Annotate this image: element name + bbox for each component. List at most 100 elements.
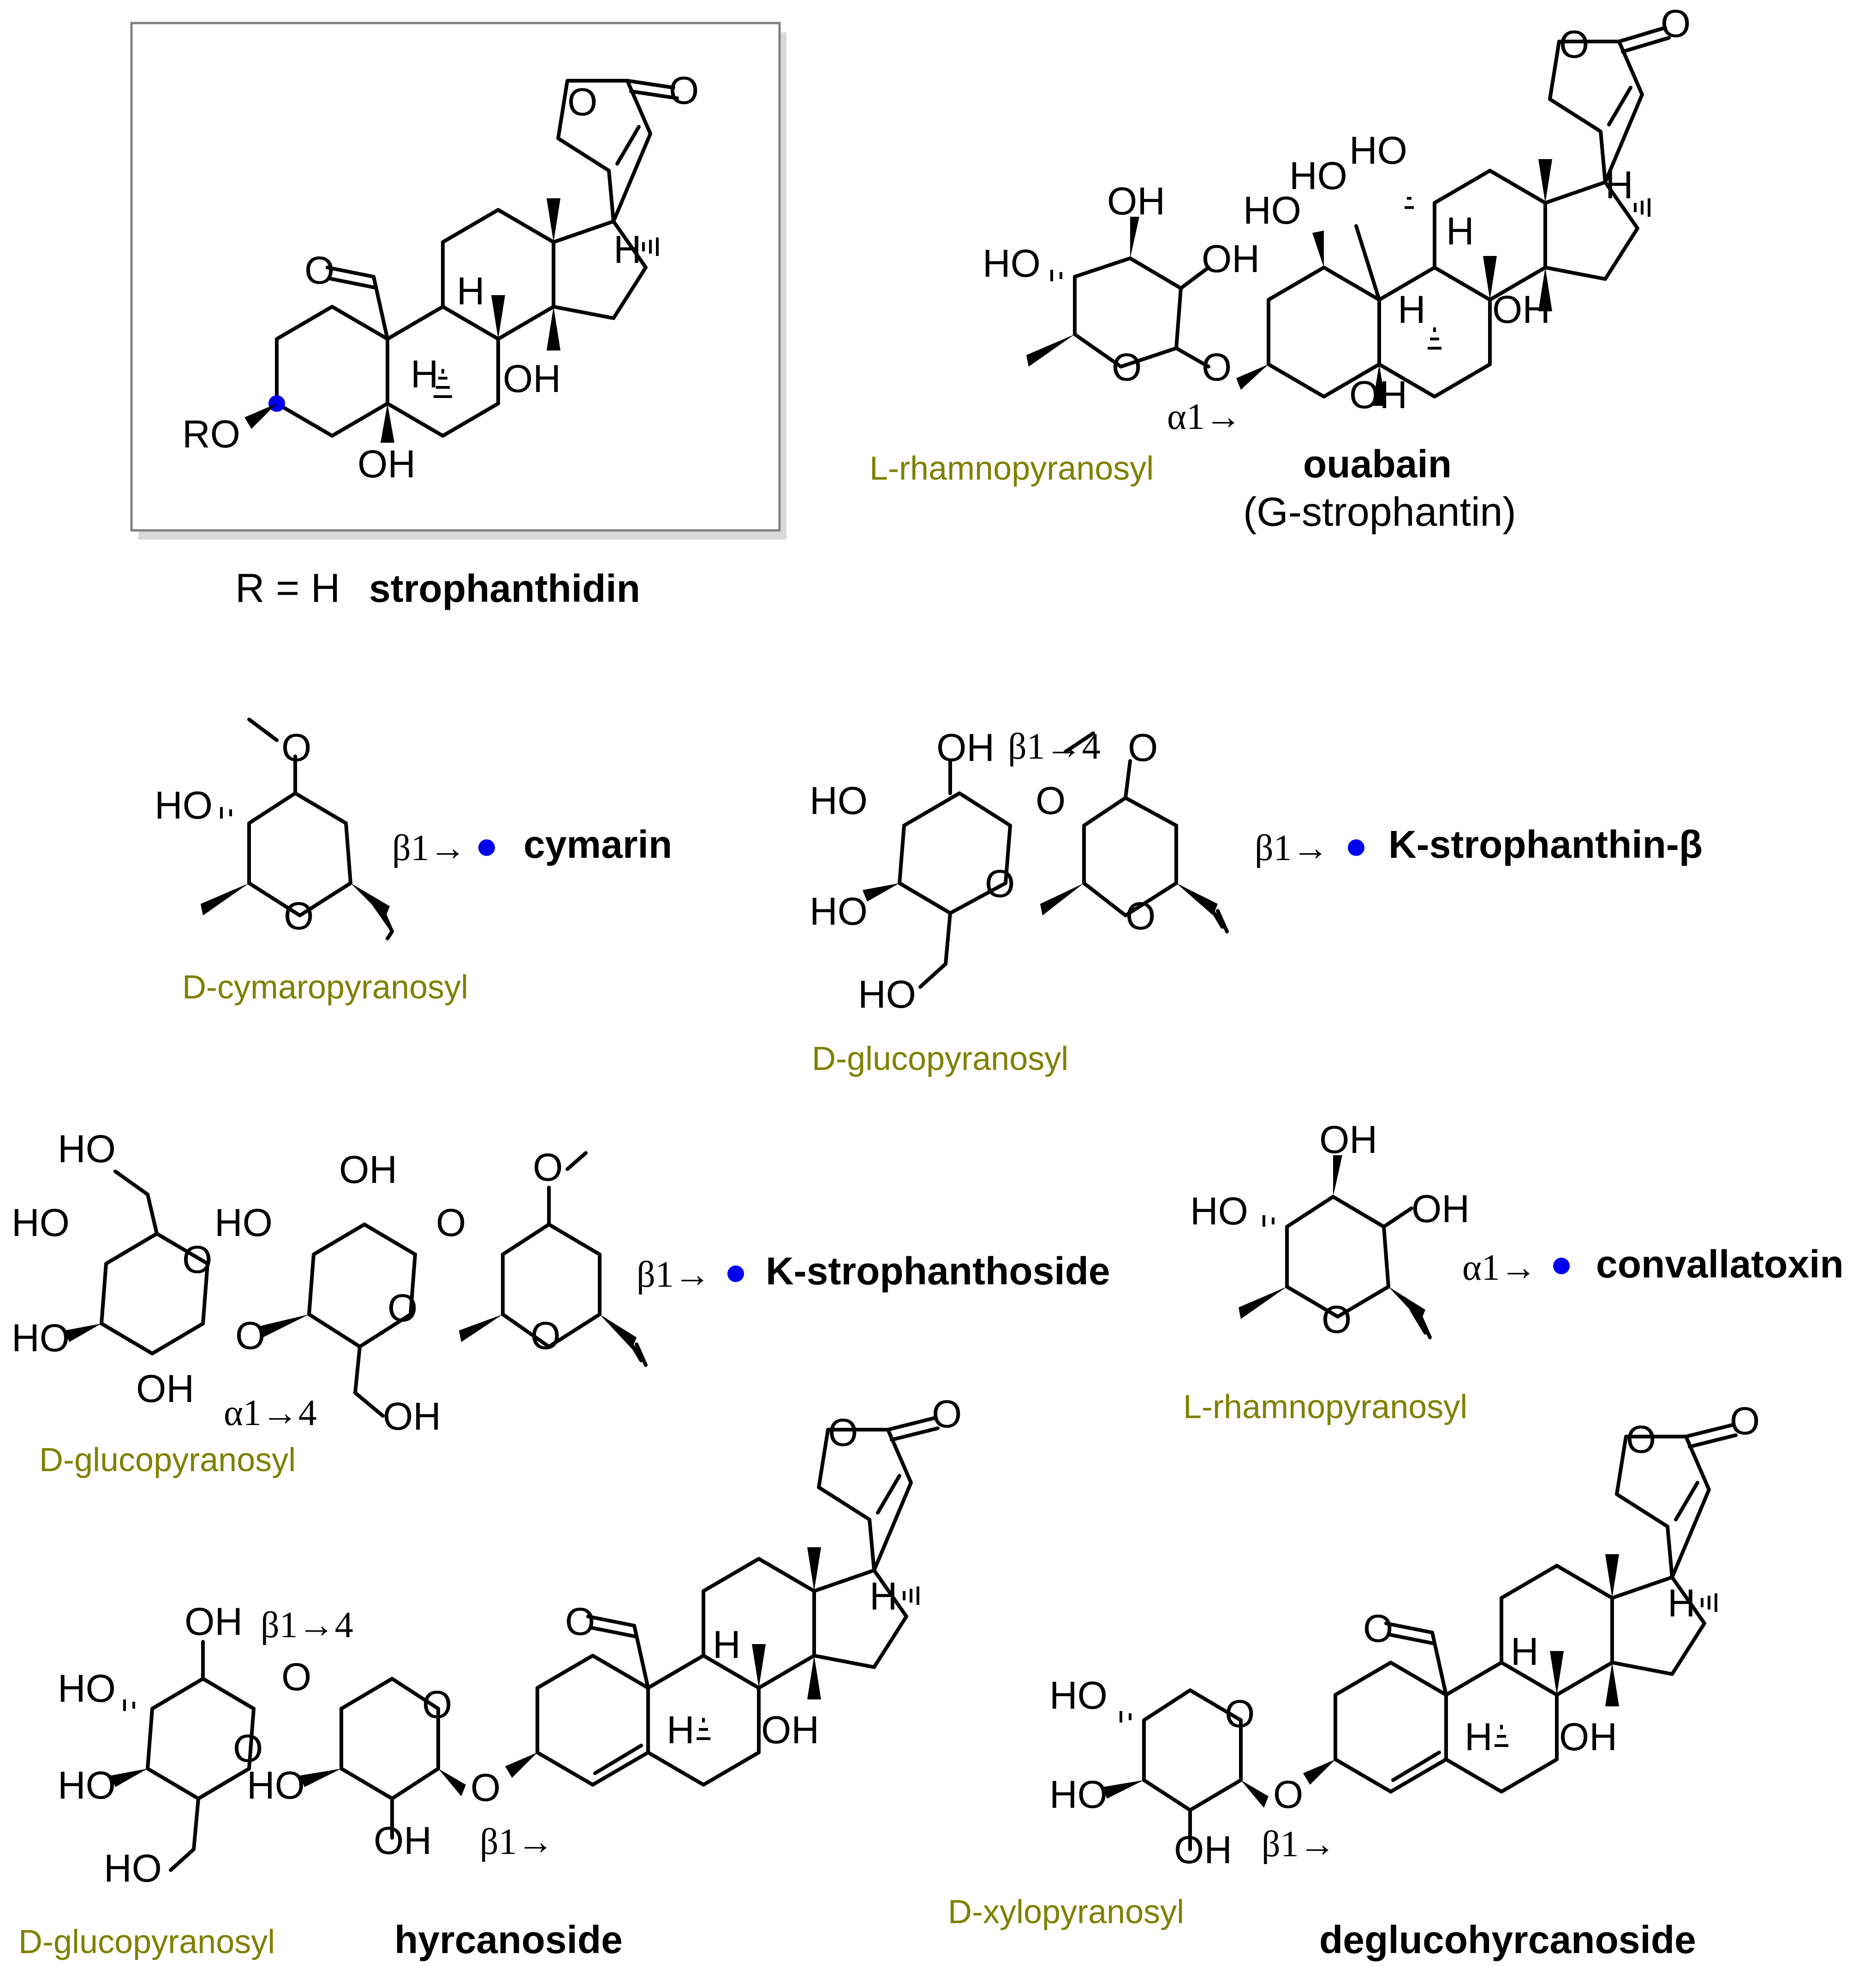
r-group-definition: R = H: [235, 565, 340, 611]
lactone-carbonyl-oxygen: O: [669, 69, 699, 112]
glucose-4-hydroxyl: HO: [58, 1764, 116, 1807]
k-strophanthin-inner-linkage: β1→4: [1008, 726, 1101, 767]
middle-glucose-3-hydroxyl: HO: [214, 1201, 273, 1244]
rhamnose-ring-oxygen: O: [1322, 1298, 1352, 1341]
hyrcanoside-linkage: β1→: [480, 1822, 554, 1862]
glucose-3-hydroxyl: HO: [810, 779, 868, 822]
lactone-ring-oxygen: O: [828, 1411, 858, 1454]
c14-hydroxyl: OH: [761, 1708, 819, 1752]
interglycosidic-oxygen: O: [281, 1655, 311, 1699]
xylose-ring-oxygen: O: [422, 1683, 452, 1726]
k-strophanthin-aglycone-marker: [1348, 839, 1364, 856]
lactone-carbonyl-oxygen: O: [932, 1392, 962, 1436]
interglycosidic-oxygen-1: O: [235, 1314, 265, 1357]
c17-hydrogen: H: [1668, 1581, 1696, 1625]
hyrcanoside-name: hyrcanoside: [394, 1918, 623, 1961]
xylose-3-hydroxyl: HO: [1049, 1773, 1108, 1816]
ouabain-sugar-label: L-rhamnopyranosyl: [870, 450, 1154, 487]
cymarose-4-hydroxyl: HO: [155, 784, 213, 827]
aldehyde-oxygen: O: [304, 249, 334, 292]
glucose-6-hydroxyl: HO: [104, 1847, 162, 1890]
deglucohyrcanoside-name: deglucohyrcanoside: [1319, 1918, 1696, 1961]
aglycone-name: strophanthidin: [369, 567, 640, 610]
c5-hydroxyl: OH: [357, 442, 416, 486]
glucose-2-hydroxyl: OH: [185, 1600, 243, 1643]
terminal-glucose-3-hydroxyl: HO: [12, 1201, 70, 1244]
rhamnose-2-hydroxyl: OH: [1411, 1187, 1470, 1230]
k-strophanthin-sugar-label: D-glucopyranosyl: [812, 1040, 1068, 1077]
lactone-carbonyl-oxygen: O: [1730, 1399, 1760, 1443]
rhamnose-4-hydroxyl: HO: [983, 242, 1041, 285]
deglucohyrcanoside-sugar-label: D-xylopyranosyl: [948, 1894, 1184, 1930]
glycosidic-oxygen: O: [1202, 345, 1232, 389]
convallatoxin-linkage: α1→: [1462, 1247, 1537, 1288]
glucose-4-hydroxyl: HO: [810, 890, 868, 933]
interglycosidic-oxygen-2: O: [436, 1201, 466, 1244]
terminal-glucose-2-hydroxyl: OH: [136, 1367, 194, 1410]
c9-hydrogen: H: [1398, 288, 1426, 331]
cymarin-linkage: β1→: [392, 828, 466, 868]
k-strophanthoside-inner-linkage: α1→4: [224, 1393, 317, 1433]
k-strophanthoside-name: K-strophanthoside: [766, 1249, 1110, 1293]
hyrcanoside-structure: OH HO HO HO O O O HO OH O O H H OH H O O…: [18, 1392, 962, 1961]
ouabain-structure: HO OH OH O O HO HO HO H H OH OH H O O α1…: [870, 2, 1691, 535]
lactone-ring-oxygen: O: [1626, 1418, 1656, 1461]
cymarose-ring-oxygen: O: [1126, 894, 1155, 938]
c19-hydroxyl: HO: [1289, 154, 1347, 197]
k-strophanthoside-structure: HO HO HO OH O HO OH O O OH O O O α1→4 β1…: [12, 1127, 1110, 1479]
c14-hydroxyl: OH: [1559, 1715, 1617, 1758]
cymarose-methoxy-oxygen: O: [281, 726, 311, 769]
k-strophanthoside-sugar-label: D-glucopyranosyl: [39, 1442, 296, 1479]
xylose-2-hydroxyl: OH: [1174, 1828, 1232, 1871]
c9-hydrogen: H: [667, 1708, 695, 1752]
interglycosidic-oxygen: O: [1036, 779, 1066, 822]
terminal-glucose-6-hydroxyl: HO: [58, 1127, 116, 1170]
hyrcanoside-inner-linkage: β1→4: [261, 1605, 353, 1645]
k-strophanthin-linkage: β1→: [1255, 828, 1329, 868]
cymarose-methoxy-oxygen: O: [533, 1146, 563, 1189]
rhamnose-2-hydroxyl: OH: [1202, 237, 1260, 280]
convallatoxin-name: convallatoxin: [1596, 1242, 1844, 1286]
lactone-carbonyl-oxygen: O: [1661, 2, 1691, 45]
terminal-glucose-ring-oxygen: O: [182, 1238, 212, 1281]
rhamnose-3-hydroxyl: OH: [1107, 179, 1165, 223]
ouabain-name: ouabain: [1303, 442, 1452, 486]
deglucohyrcanoside-linkage: β1→: [1262, 1824, 1336, 1865]
convallatoxin-sugar-label: L-rhamnopyranosyl: [1183, 1389, 1467, 1425]
c9-hydrogen: H: [411, 352, 439, 396]
deglucohyrcanoside-structure: HO HO OH O O O H H OH H O O β1→ D-xylopy…: [948, 1399, 1760, 1961]
convallatoxin-structure: OH HO OH O α1→ convallatoxin L-rhamnopyr…: [1183, 1118, 1844, 1425]
middle-glucose-ring-oxygen: O: [387, 1286, 417, 1330]
c14-hydroxyl: OH: [503, 357, 561, 400]
c9-hydrogen: H: [1465, 1715, 1493, 1758]
ouabain-linkage: α1→: [1167, 397, 1242, 437]
c1-hydroxyl: HO: [1243, 189, 1301, 232]
glycosidic-oxygen: O: [1273, 1773, 1303, 1816]
c17-hydrogen: H: [613, 228, 642, 271]
c17-hydrogen: H: [1605, 163, 1633, 207]
xylose-3-hydroxyl: HO: [247, 1764, 305, 1807]
glucose-ring-oxygen: O: [233, 1727, 263, 1770]
k-strophanthoside-linkage: β1→: [637, 1254, 711, 1295]
c8-hydrogen: H: [457, 269, 485, 313]
glycosidic-oxygen: O: [470, 1766, 500, 1809]
cymarin-name: cymarin: [524, 823, 672, 866]
cymarose-ring-oxygen: O: [284, 894, 314, 938]
cymarin-sugar-label: D-cymaropyranosyl: [182, 969, 468, 1006]
terminal-glucose-4-hydroxyl: HO: [12, 1316, 70, 1360]
hyrcanoside-sugar-label: D-glucopyranosyl: [18, 1924, 275, 1960]
k-strophanthoside-aglycone-marker: [727, 1265, 744, 1282]
c8-hydrogen: H: [1511, 1630, 1539, 1673]
middle-glucose-6-hydroxyl: OH: [383, 1395, 441, 1438]
lactone-ring-oxygen: O: [567, 80, 597, 124]
xylose-4-hydroxyl: HO: [1049, 1674, 1108, 1717]
ouabain-alt-name: (G-strophantin): [1243, 489, 1516, 535]
c3-ro-substituent: RO: [182, 412, 240, 456]
aldehyde-oxygen: O: [1363, 1607, 1393, 1650]
glucose-ring-oxygen: O: [985, 862, 1015, 905]
cymarose-methoxy-oxygen: O: [1128, 726, 1158, 769]
cymarose-ring-oxygen: O: [530, 1314, 560, 1357]
glucose-3-hydroxyl: HO: [58, 1667, 116, 1710]
middle-glucose-2-hydroxyl: OH: [339, 1148, 397, 1191]
cymarin-structure: O HO O β1→ cymarin D-cymaropyranosyl: [155, 718, 672, 1006]
